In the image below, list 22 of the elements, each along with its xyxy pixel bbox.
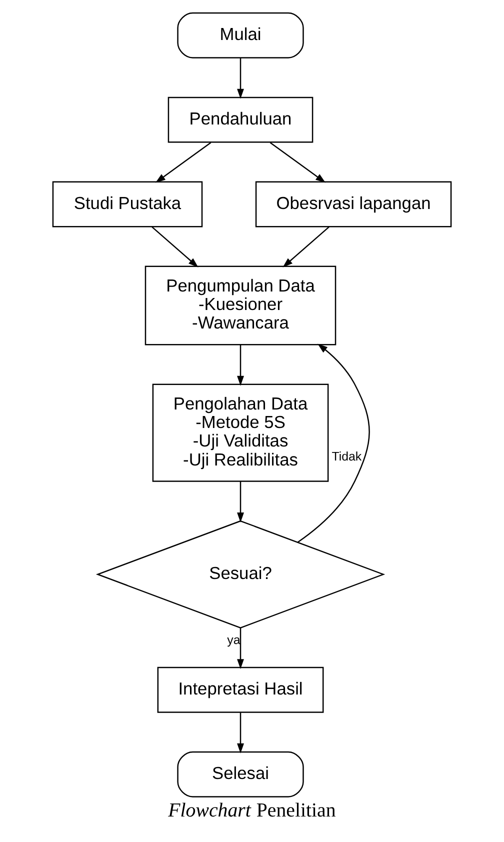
node-box: Pengolahan Data -Metode 5S -Uji Validitas -Uji Realibilitas bbox=[152, 384, 329, 482]
node-box: Intepretasi Hasil bbox=[157, 666, 324, 713]
arrow bbox=[152, 226, 198, 268]
arrow bbox=[237, 628, 244, 670]
arrow bbox=[237, 712, 244, 754]
node-box: Studi Pustaka bbox=[52, 181, 203, 228]
arrow bbox=[282, 226, 330, 268]
node-box: Pendahuluan bbox=[168, 96, 314, 143]
arrow bbox=[155, 142, 212, 183]
edge-label: ya bbox=[227, 632, 240, 647]
node-box: Pengumpulan Data -Kuesioner -Wawancara bbox=[144, 266, 336, 346]
node-diamond: Sesuai? bbox=[96, 520, 386, 628]
arrow bbox=[270, 142, 326, 183]
node-box: Mulai bbox=[177, 12, 304, 58]
caption: Flowchart Penelitian bbox=[168, 799, 336, 822]
arrow bbox=[237, 482, 244, 523]
arrow bbox=[297, 344, 370, 543]
arrow bbox=[237, 58, 244, 99]
node-box: Obesrvasi lapangan bbox=[255, 181, 452, 228]
edge-label: Tidak bbox=[332, 450, 362, 464]
node-box: Selesai bbox=[177, 751, 304, 798]
arrow bbox=[237, 344, 244, 386]
